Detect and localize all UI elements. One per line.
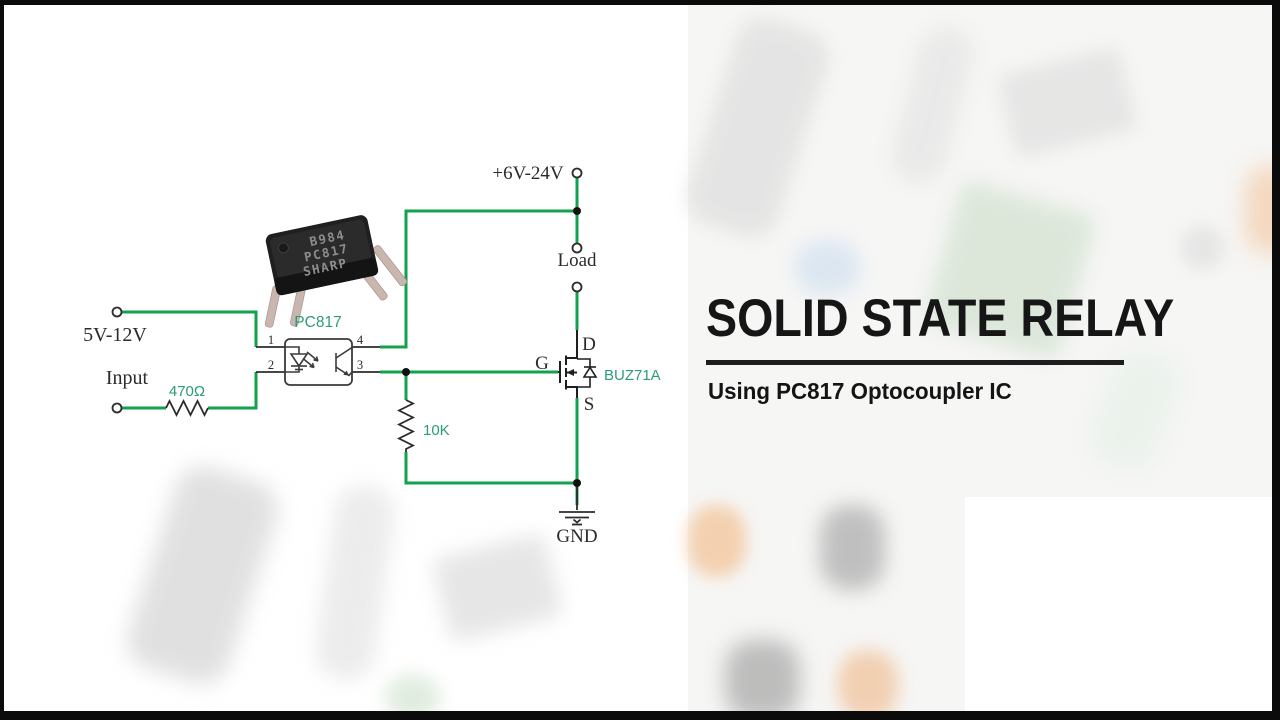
page-title: SOLID STATE RELAY xyxy=(706,289,1175,348)
pin-3: 3 xyxy=(357,358,363,372)
source-lead xyxy=(566,386,578,398)
blurred-orange-capacitor-bottom-2 xyxy=(838,650,898,720)
title-block: SOLID STATE RELAY Using PC817 Optocouple… xyxy=(706,292,1238,405)
resistor-470-symbol xyxy=(165,398,209,418)
circuit-schematic: B984 PC817 SHARP +6V-24V Load 5V-12V Inp… xyxy=(83,163,661,547)
light-arrow-2 xyxy=(302,357,315,369)
terminal-input-plus xyxy=(111,306,123,318)
led-symbol xyxy=(285,346,309,373)
optocoupler-body xyxy=(284,338,353,386)
transistor-emitter-arrow xyxy=(343,370,349,376)
white-patch-bottom-right xyxy=(965,497,1272,711)
page-subtitle: Using PC817 Optocoupler IC xyxy=(708,378,1012,404)
terminal-load-bottom xyxy=(571,281,583,293)
optocoupler-label: PC817 xyxy=(294,314,341,331)
pulldown-resistor-label: 10K xyxy=(423,422,450,439)
junction-gate xyxy=(402,368,410,376)
pin-4: 4 xyxy=(357,333,364,347)
terminals xyxy=(111,167,583,414)
chip-body-side xyxy=(274,257,379,296)
pin-numbers: 1 2 4 3 xyxy=(268,333,364,372)
wire-input-bottom-right xyxy=(208,372,258,410)
title-underline xyxy=(706,360,1124,365)
wire-pulldown-to-ground xyxy=(404,452,577,485)
mosfet-symbol xyxy=(558,330,598,398)
mosfet-label: BUZ71A xyxy=(604,367,661,384)
input-resistor-label: 470Ω xyxy=(169,383,205,400)
ground-chevron xyxy=(572,518,582,524)
drain-label: D xyxy=(582,334,596,355)
supply-label: +6V-24V xyxy=(492,163,564,184)
chip-marking-line1: B984 xyxy=(308,227,346,249)
resistor-10k-symbol xyxy=(396,399,416,452)
component-ink xyxy=(165,346,595,526)
pin-2: 2 xyxy=(268,358,274,372)
source-label: S xyxy=(584,394,595,415)
junction-ground xyxy=(573,479,581,487)
gate-label: G xyxy=(535,353,549,374)
input-supply-label: 5V-12V xyxy=(83,324,147,346)
led-cathode-lead xyxy=(285,366,300,373)
load-label: Load xyxy=(557,250,597,271)
body-diode-triangle xyxy=(582,366,598,378)
led-triangle xyxy=(289,353,309,368)
body-diode xyxy=(577,358,598,388)
optocoupler-symbol xyxy=(284,338,353,386)
led-anode-lead xyxy=(285,346,300,354)
blurred-orange-capacitor-bottom xyxy=(688,505,746,577)
blurred-dark-part-bottom-2 xyxy=(725,640,800,720)
net-labels: +6V-24V Load 5V-12V Input GND G D S xyxy=(83,163,597,547)
frame-right-border xyxy=(1272,0,1280,720)
chip-leg-4 xyxy=(372,245,408,287)
ground-label: GND xyxy=(556,526,597,547)
wire-input-top xyxy=(122,310,258,347)
drain-lead xyxy=(566,330,578,359)
body-diode-top-lead xyxy=(577,358,591,367)
component-labels: PC817 470Ω 10K BUZ71A xyxy=(169,314,661,439)
body-arrow xyxy=(566,369,574,376)
transistor-collector xyxy=(335,346,353,359)
light-arrows xyxy=(302,351,319,369)
pc817-chip-photo: B984 PC817 SHARP xyxy=(264,215,408,328)
junction-dots xyxy=(402,207,581,487)
frame-left-border xyxy=(0,0,4,720)
junction-supply xyxy=(573,207,581,215)
frame-bottom-border xyxy=(0,711,1280,720)
phototransistor-symbol xyxy=(335,346,353,377)
light-arrow-1 xyxy=(306,351,319,362)
input-label: Input xyxy=(106,367,149,389)
pin-1: 1 xyxy=(268,333,274,347)
wire-collector-to-supply xyxy=(380,209,577,349)
body-diode-bottom-lead xyxy=(577,377,591,388)
blurred-dark-part-bottom xyxy=(820,505,885,590)
terminal-supply xyxy=(571,167,583,179)
blurred-blue-component xyxy=(795,240,860,295)
chip-pin1-dimple xyxy=(277,242,289,254)
blurred-gray-part-right xyxy=(1180,225,1225,270)
frame-top-border xyxy=(0,0,1280,5)
terminal-input-minus xyxy=(111,402,123,414)
terminal-load-top xyxy=(571,242,583,254)
